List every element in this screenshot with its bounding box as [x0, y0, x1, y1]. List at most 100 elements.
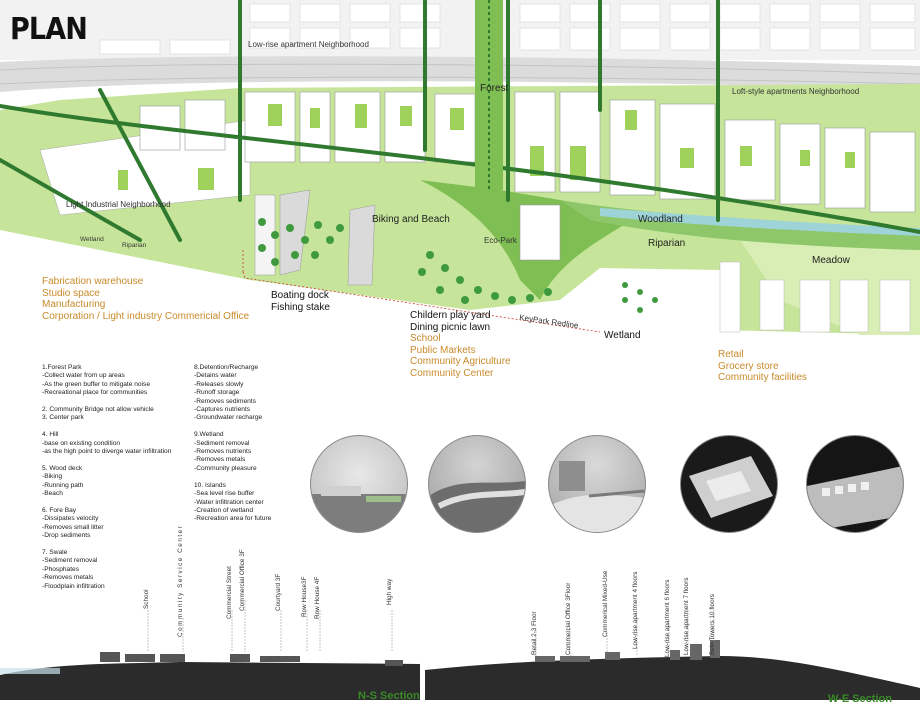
ns-label-school: School	[143, 589, 150, 609]
model-photo-1	[310, 435, 408, 533]
legend-line: -Captures nutrients	[194, 406, 251, 414]
page-title: PLAN	[10, 12, 88, 47]
legend-line: -Detains water	[194, 372, 237, 380]
legend-line: 2. Community Bridge not allow vehicle	[42, 406, 154, 414]
legend-line: 5. Wood deck	[42, 464, 83, 472]
ns-label-community-service: Community Service Center	[177, 524, 184, 637]
boating-piers	[254, 189, 376, 286]
label-fishing-stake: Fishing stake	[271, 302, 330, 313]
ns-label-highway: High way	[386, 578, 393, 605]
ns-label-commercial-street: Commercial Street	[226, 566, 233, 619]
legend-line: -Floodplain infiltration	[42, 582, 105, 590]
we-section-ground	[425, 656, 920, 700]
program-item: Childern play yard	[410, 310, 491, 321]
label-meadow: Meadow	[812, 255, 850, 266]
label-lowrise-neighborhood: Low-rise apartment Neighborhood	[248, 40, 369, 49]
program-item: Corporation / Light industry Commericial…	[42, 310, 250, 322]
legend-line: -Releases slowly	[194, 380, 244, 388]
legend-column-2: 8.Detention/Recharge -Detains water -Rel…	[194, 364, 271, 524]
legend-line: -base on existing condition	[42, 439, 121, 447]
program-item: Dining picnic lawn	[410, 321, 491, 333]
program-item: Grocery store	[718, 360, 779, 372]
label-woodland: Woodland	[638, 214, 683, 225]
legend-line: -Beach	[42, 490, 63, 498]
legend-line: 9.Wetland	[194, 431, 224, 439]
model-photo-2	[428, 435, 526, 533]
label-wetland-small: Wetland	[80, 236, 104, 243]
river	[600, 208, 920, 236]
program-item: Public Markets	[410, 344, 476, 356]
legend-line: -Removes metals	[42, 574, 94, 582]
legend-line: -Biking	[42, 473, 63, 481]
label-light-industrial: Light Industrial Neighborhood	[66, 200, 171, 209]
legend-line: -Dissipates velocity	[42, 515, 99, 523]
courtyard-greens	[118, 104, 855, 190]
legend-line: -Drop sediments	[42, 532, 91, 540]
legend-line: 1.Forest Park	[42, 364, 82, 371]
legend-line	[194, 473, 271, 481]
label-wetland: Wetland	[604, 330, 641, 341]
program-item: Community Agriculture	[410, 356, 511, 367]
legend-line	[42, 541, 171, 549]
legend-line: 6. Fore Bay	[42, 506, 77, 514]
we-label-mixed-use: Commerical Mixed-Use	[602, 570, 609, 637]
highway-band	[0, 56, 920, 92]
ns-label-commercial-office: Commercial Office 3F	[239, 549, 246, 611]
legend-line	[194, 423, 271, 431]
tree-corridors	[0, 0, 920, 242]
legend-line: 8.Detention/Recharge	[194, 364, 259, 371]
legend-line: -as the high point to diverge water infi…	[42, 448, 172, 456]
legend-line: -Sediment removal	[42, 557, 98, 565]
legend-line: -Groundwater recharge	[194, 414, 263, 422]
legend-line: 4. Hill	[42, 431, 59, 439]
legend-column-1: 1.Forest Park -Collect water from up are…	[42, 364, 171, 591]
legend-line: -Creation of wetland	[194, 506, 254, 514]
legend-line: -Phosphates	[42, 565, 80, 573]
legend-line: -Removes metals	[194, 456, 246, 464]
label-forest: Forest	[480, 83, 509, 94]
legend-line: -Removes small litter	[42, 523, 104, 531]
we-label-lowrise-7: Low-rise apartment 7 floors	[683, 577, 690, 655]
legend-line: -Running path	[42, 481, 84, 489]
north-city-blocks	[99, 3, 916, 55]
ns-label-courtyard: Courtyard 3F	[275, 573, 282, 611]
legend-line: -Recreation area for future	[194, 515, 272, 523]
program-list-industrial: Fabrication warehouse Studio space Manuf…	[42, 276, 249, 322]
we-label-lowrise-6: Low-rise apartment 6 floors	[664, 579, 671, 657]
label-eco-park: Eco-Park	[484, 236, 517, 245]
we-label-retail: Retail 2-3 Floor	[531, 611, 538, 655]
label-biking-beach: Biking and Beach	[372, 214, 450, 225]
program-item: Studio space	[42, 287, 100, 299]
keypark-redline	[242, 271, 601, 333]
model-photo-3	[548, 435, 646, 533]
legend-line: 10. Islands	[194, 481, 226, 489]
tree-dots	[258, 218, 658, 313]
ns-label-row-house-4f: Row House 4F	[314, 576, 321, 619]
label-riparian-small: Riparian	[122, 242, 147, 249]
legend-line: -As the green buffer to mitigate noise	[42, 380, 151, 388]
ns-section-title: N-S Section	[358, 690, 420, 702]
legend-line: -Sediment removal	[194, 439, 250, 447]
legend-line	[42, 398, 171, 406]
we-label-belo-towers: Belo Towers 10 floors	[709, 594, 716, 655]
program-item: Fabrication warehouse	[42, 276, 144, 287]
program-item: Retail	[718, 349, 744, 360]
program-list-retail: Retail Grocery store Community facilitie…	[718, 349, 807, 384]
model-photo-4	[680, 435, 778, 533]
section-ground-drawing	[0, 640, 920, 700]
east-piers	[719, 261, 911, 333]
label-boating-dock: Boating dock	[271, 290, 329, 301]
legend-line	[42, 499, 171, 507]
label-loft-neighborhood: Loft-style apartments Neighborhood	[732, 87, 860, 96]
legend-line: -Recreational place for communities	[42, 389, 148, 397]
forest-strip	[475, 0, 503, 190]
ns-label-row-house-3f: Row House3F	[301, 576, 308, 618]
program-item: School	[410, 333, 441, 344]
program-item: Community facilities	[718, 372, 807, 383]
legend-line: -Removes sediments	[194, 397, 256, 405]
site-plan-map	[0, 0, 920, 335]
legend-line	[42, 456, 171, 464]
we-section-title: W-E Section	[828, 693, 892, 705]
legend-line: 3. Center park	[42, 414, 84, 422]
program-list-center: Childern play yard Dining picnic lawn Sc…	[410, 310, 511, 379]
